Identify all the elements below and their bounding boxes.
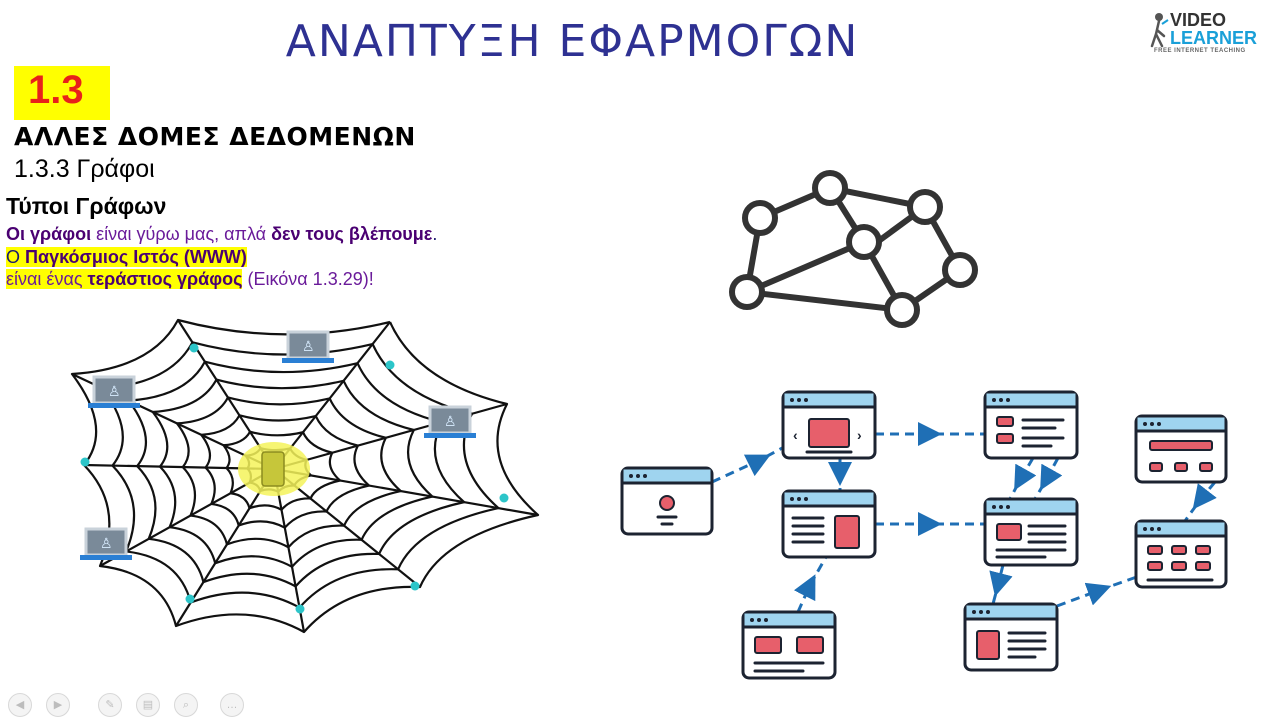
spider-web-illustration: ♙ ♙ ♙ ♙ <box>70 318 540 634</box>
text-line-2: Ο Παγκόσμιος Ιστός (WWW) <box>6 246 247 268</box>
logo-figure-icon <box>1150 13 1169 48</box>
laptop-icon-top: ♙ <box>282 330 334 363</box>
web-node-dot <box>410 581 420 591</box>
hyperlink-arrow <box>989 564 1013 605</box>
server-icon <box>261 451 285 487</box>
more-icon[interactable]: … <box>220 693 244 717</box>
web-node-dot <box>295 604 305 614</box>
text-huge-graph-bold: τεράστιος γράφος <box>87 269 243 289</box>
webpage-icon-doc <box>963 602 1059 672</box>
section-number: 1.3 <box>28 68 84 112</box>
hyperlink-arrow <box>1056 572 1146 608</box>
webpage-icon-article2 <box>983 497 1079 567</box>
logo-text-learner: LEARNER <box>1170 28 1258 48</box>
laptop-icon-left: ♙ <box>88 375 140 408</box>
svg-text:♙: ♙ <box>108 383 121 399</box>
webpage-icon-grid <box>1134 519 1228 589</box>
section-number-badge: 1.3 <box>14 66 110 120</box>
graph-node <box>942 252 978 288</box>
text-period: . <box>432 224 438 244</box>
hyperlink-arrow <box>1008 457 1037 500</box>
text-o: Ο <box>6 247 26 267</box>
graph-node <box>729 274 765 310</box>
web-node-dot <box>499 493 509 503</box>
webpage-icon-profile <box>620 466 714 536</box>
webpage-icon-form <box>1134 414 1228 484</box>
hyperlink-arrow <box>793 556 828 613</box>
text-line-1: Οι γράφοι είναι γύρω μας, απλά δεν τους … <box>6 223 437 245</box>
text-plain: είναι γύρω μας, απλά <box>91 224 272 244</box>
laptop-icon-bottom-left: ♙ <box>80 527 132 560</box>
web-node-dot <box>80 457 90 467</box>
graph-node <box>907 189 943 225</box>
webpage-icon-article <box>781 489 877 559</box>
previous-icon[interactable]: ◀ <box>8 693 32 717</box>
text-figure-ref: (Εικόνα 1.3.29)! <box>242 269 374 289</box>
web-node-dot <box>185 594 195 604</box>
web-node-dot <box>385 360 395 370</box>
hyperlink-arrow <box>711 444 787 484</box>
graph-node <box>812 170 848 206</box>
graph-diagram <box>729 170 978 328</box>
text-graphs-bold: Οι γράφοι <box>6 224 92 244</box>
webpage-icon-slider: ‹› <box>781 390 877 460</box>
text-www-bold: Παγκόσμιος Ιστός (WWW) <box>25 247 247 267</box>
slides-icon[interactable]: ▤ <box>136 693 160 717</box>
text-not-seen-bold: δεν τους βλέπουμε <box>271 224 433 244</box>
text-line-3: είναι ένας τεράστιος γράφος (Εικόνα 1.3.… <box>6 268 374 290</box>
graph-node <box>884 292 920 328</box>
svg-text:›: › <box>857 427 862 443</box>
webpage-icon-list <box>983 390 1079 460</box>
logo-tagline: FREE INTERNET TEACHING <box>1154 48 1246 54</box>
chapter-title: ΑΛΛΕΣ ΔΟΜΕΣ ΔΕΔΟΜΕΝΩΝ <box>14 122 416 151</box>
hyperlink-arrow <box>1033 457 1063 500</box>
web-node-dot <box>189 343 199 353</box>
laptop-icon-right: ♙ <box>424 405 476 438</box>
svg-text:♙: ♙ <box>302 338 315 354</box>
svg-text:♙: ♙ <box>100 535 113 551</box>
logo-text-video: VIDEO <box>1170 10 1227 30</box>
svg-text:♙: ♙ <box>444 413 457 429</box>
svg-text:‹: ‹ <box>793 427 798 443</box>
next-icon[interactable]: ▶ <box>46 693 70 717</box>
text-is-a: είναι ένας <box>6 269 88 289</box>
subsection-title: 1.3.3 Γράφοι <box>14 155 155 183</box>
pen-icon[interactable]: ✎ <box>98 693 122 717</box>
slide-title: ΑΝΑΠΤΥΞΗ ΕΦΑΡΜΟΓΩΝ <box>285 16 860 67</box>
topic-heading: Τύποι Γράφων <box>6 193 167 219</box>
webpage-icon-cards <box>741 610 837 680</box>
video-learner-logo: VIDEO LEARNER FREE INTERNET TEACHING <box>1148 10 1258 58</box>
hyperlink-arrow <box>1183 481 1217 522</box>
graph-node <box>846 224 882 260</box>
zoom-icon[interactable]: ⌕ <box>174 693 198 717</box>
graph-node <box>742 200 778 236</box>
